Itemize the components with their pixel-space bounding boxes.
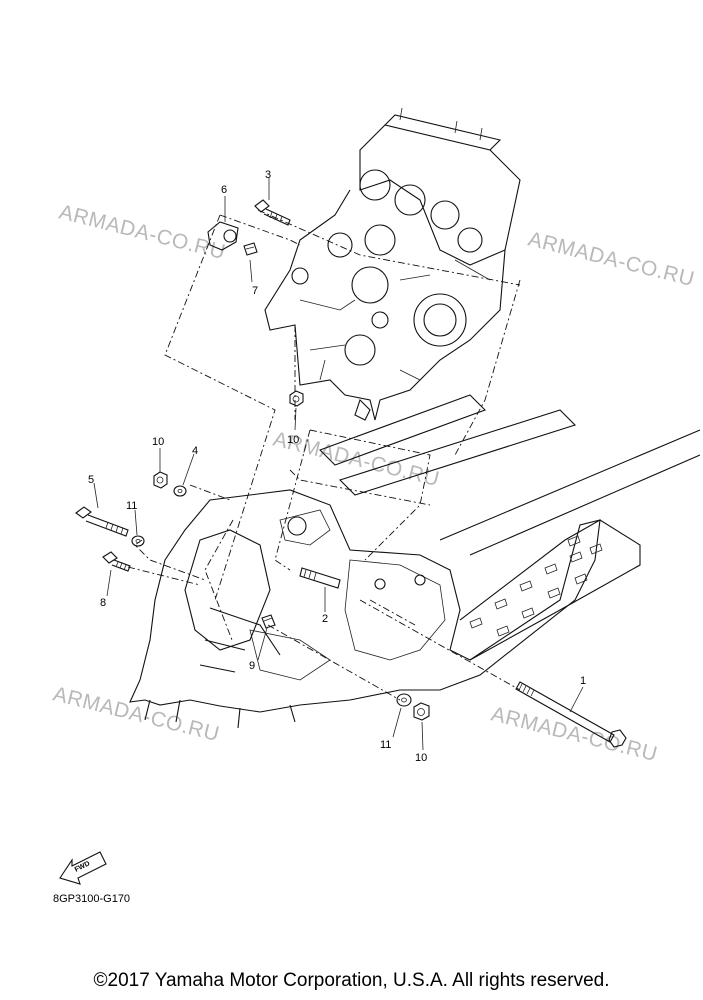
callout-labels: 1 2 3 4 5 6 7 8 9 10 10 10 11 11 (88, 169, 586, 764)
callout-7: 7 (252, 285, 258, 297)
watermark-text: ARMADA-CO.RU (57, 201, 228, 265)
callout-5: 5 (88, 474, 94, 486)
diagram-code: 8GP3100-G170 (53, 893, 131, 905)
fwd-arrow-icon: FWD (59, 851, 107, 885)
callout-10-upper: 10 (287, 434, 299, 446)
callout-6: 6 (221, 184, 227, 196)
frame-illustration (129, 394, 701, 729)
washer-4 (173, 485, 187, 497)
collar-9 (261, 614, 276, 629)
callout-2: 2 (322, 613, 328, 625)
bolt-3 (254, 199, 291, 226)
callout-10-left: 10 (152, 436, 164, 448)
callout-11-right: 11 (380, 739, 391, 751)
bolt-1 (515, 681, 627, 748)
leader-lines (93, 178, 584, 751)
footrest-holes (469, 535, 603, 637)
engine-block-illustration (264, 107, 521, 421)
callout-3: 3 (265, 169, 271, 181)
callout-1: 1 (580, 675, 586, 687)
callout-10-right: 10 (415, 752, 427, 764)
watermark-text: ARMADA-CO.RU (51, 683, 222, 747)
copyright-notice: ©2017 Yamaha Motor Corporation, U.S.A. A… (93, 970, 610, 991)
bolt-8 (102, 551, 131, 572)
bolt-5 (75, 506, 129, 537)
nut-10-left (153, 471, 168, 489)
callout-4: 4 (192, 445, 198, 457)
bolt-2 (299, 567, 341, 589)
washer-11-left (131, 535, 145, 547)
nut-10-upper (289, 390, 304, 407)
bracket-6 (207, 221, 239, 251)
callout-8: 8 (100, 597, 106, 609)
collar-7 (243, 242, 258, 256)
callout-9: 9 (249, 660, 255, 672)
washer-11-right (396, 693, 412, 707)
nut-10-right (413, 702, 430, 721)
watermarks: ARMADA-CO.RU ARMADA-CO.RU ARMADA-CO.RU A… (51, 201, 697, 767)
fasteners (75, 199, 627, 748)
callout-11-left: 11 (126, 500, 137, 512)
fwd-label: FWD (74, 860, 91, 873)
watermark-text: ARMADA-CO.RU (526, 228, 697, 292)
